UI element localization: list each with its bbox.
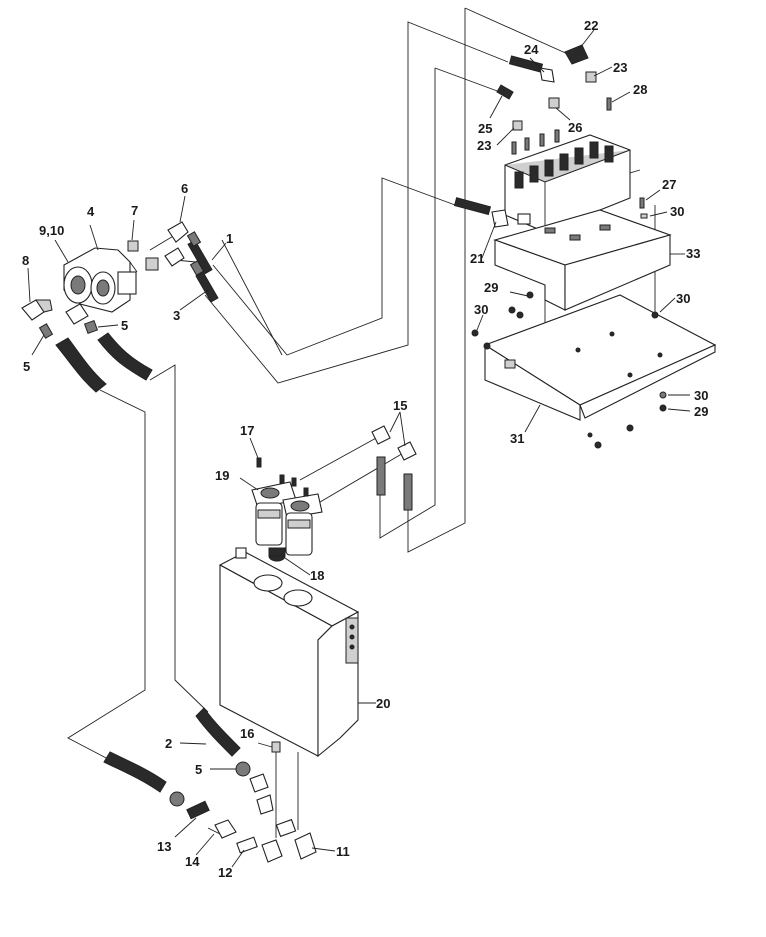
callout-30c: 30 <box>474 302 488 317</box>
pressure-hoses <box>186 231 219 303</box>
callout-2: 2 <box>165 736 172 751</box>
tank-fittings <box>169 741 317 863</box>
callout-7: 7 <box>131 203 138 218</box>
callout-5c: 5 <box>195 762 202 777</box>
hose-routing-lines <box>67 7 656 838</box>
valve-bracket <box>493 209 672 311</box>
callout-13: 13 <box>157 839 171 854</box>
callout-labels: 1 3 4 6 7 9,10 8 5 5 2 5 16 20 13 14 12 … <box>22 18 708 880</box>
mounting-frame <box>483 294 717 421</box>
callout-18: 18 <box>310 568 324 583</box>
callout-23b: 23 <box>477 138 491 153</box>
callout-29b: 29 <box>694 404 708 419</box>
callout-21: 21 <box>470 251 484 266</box>
callout-4: 4 <box>87 204 95 219</box>
callout-23a: 23 <box>613 60 627 75</box>
callout-17: 17 <box>240 423 254 438</box>
callout-9-10: 9,10 <box>39 223 64 238</box>
suction-hoses-upper <box>55 332 153 393</box>
callout-30b: 30 <box>676 291 690 306</box>
callout-5b: 5 <box>23 359 30 374</box>
loose-hardware <box>471 291 667 449</box>
callout-28: 28 <box>633 82 647 97</box>
callout-24: 24 <box>524 42 539 57</box>
callout-19: 19 <box>215 468 229 483</box>
callout-14: 14 <box>185 854 200 869</box>
callout-27: 27 <box>662 177 676 192</box>
callout-15: 15 <box>393 398 407 413</box>
hydraulic-tank <box>218 547 360 758</box>
callout-22: 22 <box>584 18 598 33</box>
breather-cap <box>268 547 286 562</box>
callout-leaders <box>27 29 691 868</box>
callout-31: 31 <box>510 431 524 446</box>
callout-1: 1 <box>226 231 233 246</box>
callout-5a: 5 <box>121 318 128 333</box>
callout-30a: 30 <box>670 204 684 219</box>
callout-25: 25 <box>478 121 492 136</box>
suction-hoses-lower <box>103 707 241 793</box>
callout-29a: 29 <box>484 280 498 295</box>
callout-26: 26 <box>568 120 582 135</box>
control-valve <box>504 129 631 233</box>
callout-16: 16 <box>240 726 254 741</box>
callout-33: 33 <box>686 246 700 261</box>
callout-11: 11 <box>336 844 350 859</box>
callout-12: 12 <box>218 865 232 880</box>
callout-3: 3 <box>173 308 180 323</box>
callout-30d: 30 <box>694 388 708 403</box>
callout-6: 6 <box>181 181 188 196</box>
callout-20: 20 <box>376 696 390 711</box>
pump-fittings <box>21 221 189 339</box>
callout-8: 8 <box>22 253 29 268</box>
hydraulic-pump <box>63 247 138 313</box>
filter-assembly <box>251 425 417 556</box>
